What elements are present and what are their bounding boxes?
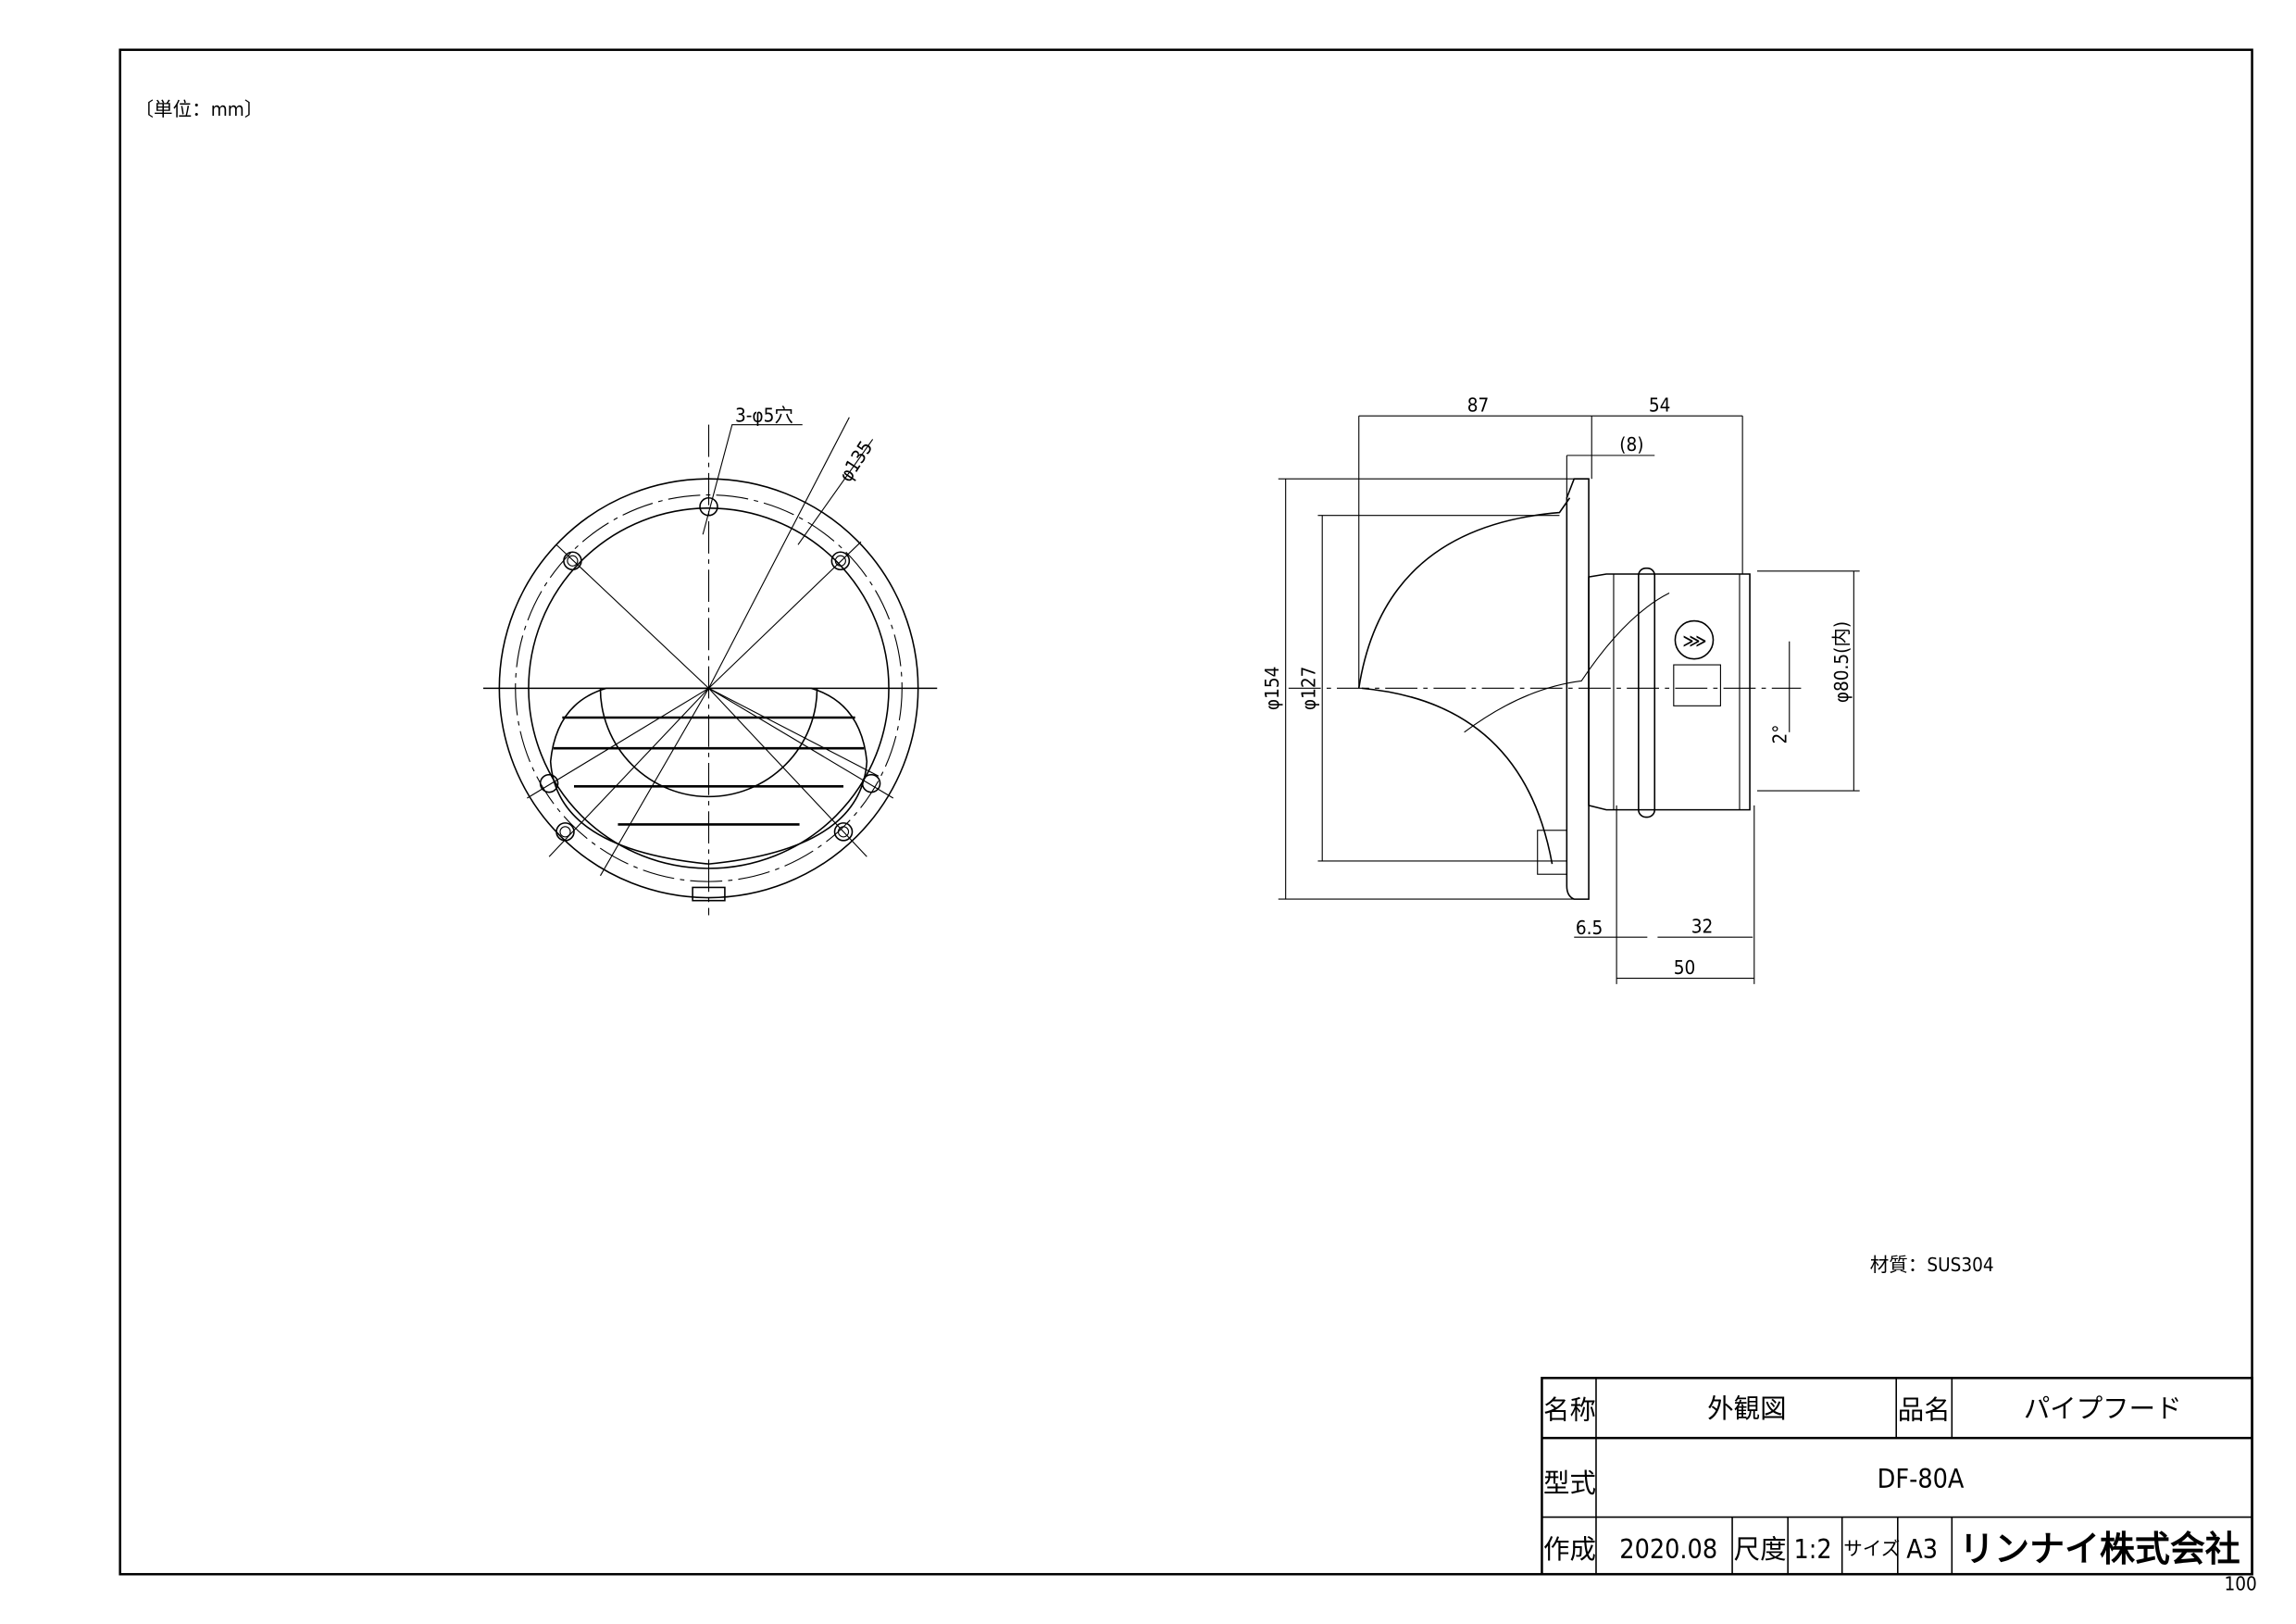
dim-6-5: 6.5 bbox=[1576, 917, 1603, 939]
created-value: 2020.08 bbox=[1619, 1534, 1717, 1565]
pcd-circle bbox=[515, 494, 903, 882]
pipe-bead bbox=[1638, 567, 1656, 818]
pipe bbox=[1588, 573, 1751, 811]
model-value: DF-80A bbox=[1878, 1464, 1965, 1494]
dim-80-5: φ80.5(内) bbox=[1830, 621, 1853, 703]
scale-value: 1:2 bbox=[1794, 1534, 1832, 1565]
dim-87: 87 bbox=[1467, 394, 1490, 416]
size-value: A3 bbox=[1906, 1534, 1938, 1565]
title-block: 名称 外観図 品名 パイプフード 型式 DF-80A 作成 2020.08 尺度… bbox=[1541, 1377, 2253, 1576]
created-label: 作成 bbox=[1543, 1534, 1596, 1565]
hood-lower bbox=[1361, 687, 1554, 865]
product-label: 品名 bbox=[1898, 1395, 1951, 1426]
company-logo: リンナイ株式会社 bbox=[1959, 1529, 2240, 1569]
flange bbox=[1566, 478, 1590, 900]
connector-clip bbox=[1673, 664, 1721, 706]
pcd-label: φ135 bbox=[834, 437, 877, 486]
page-code: 100 bbox=[2224, 1573, 2256, 1595]
dim-32: 32 bbox=[1691, 915, 1714, 937]
sheet-border bbox=[119, 48, 2253, 1576]
scale-label: 尺度 bbox=[1734, 1534, 1787, 1565]
louver-slats bbox=[553, 716, 865, 826]
louver-opening bbox=[549, 687, 868, 865]
name-value: 外観図 bbox=[1707, 1393, 1786, 1424]
dim-8: (8) bbox=[1619, 433, 1643, 456]
dim-54: 54 bbox=[1649, 394, 1671, 416]
mounting-holes bbox=[539, 496, 881, 842]
dim-127: φ127 bbox=[1297, 667, 1319, 710]
size-label: サイズ bbox=[1843, 1538, 1900, 1560]
hood-upper bbox=[1357, 497, 1571, 689]
unit-note: 〔単位：mm〕 bbox=[135, 98, 264, 120]
dim-154: φ154 bbox=[1261, 667, 1283, 710]
product-value: パイプフード bbox=[2024, 1393, 2182, 1424]
drain-tab bbox=[692, 886, 726, 902]
dimension-lines bbox=[1278, 415, 1860, 984]
inner-rim bbox=[528, 507, 890, 869]
material-note: 材質：SUS304 bbox=[1870, 1254, 1994, 1276]
brand-mark-icon bbox=[1674, 619, 1715, 660]
name-label: 名称 bbox=[1543, 1395, 1596, 1426]
dim-50: 50 bbox=[1674, 956, 1696, 979]
outer-rim bbox=[498, 478, 919, 899]
angle-2deg: 2° bbox=[1769, 724, 1791, 743]
front-view: 3-φ5穴 φ135 bbox=[482, 405, 938, 916]
holes-label: 3-φ5穴 bbox=[735, 405, 793, 427]
model-label: 型式 bbox=[1543, 1468, 1596, 1499]
side-view: ⋙ 87 54 ( bbox=[1261, 394, 1860, 984]
svg-text:⋙: ⋙ bbox=[1682, 630, 1706, 652]
